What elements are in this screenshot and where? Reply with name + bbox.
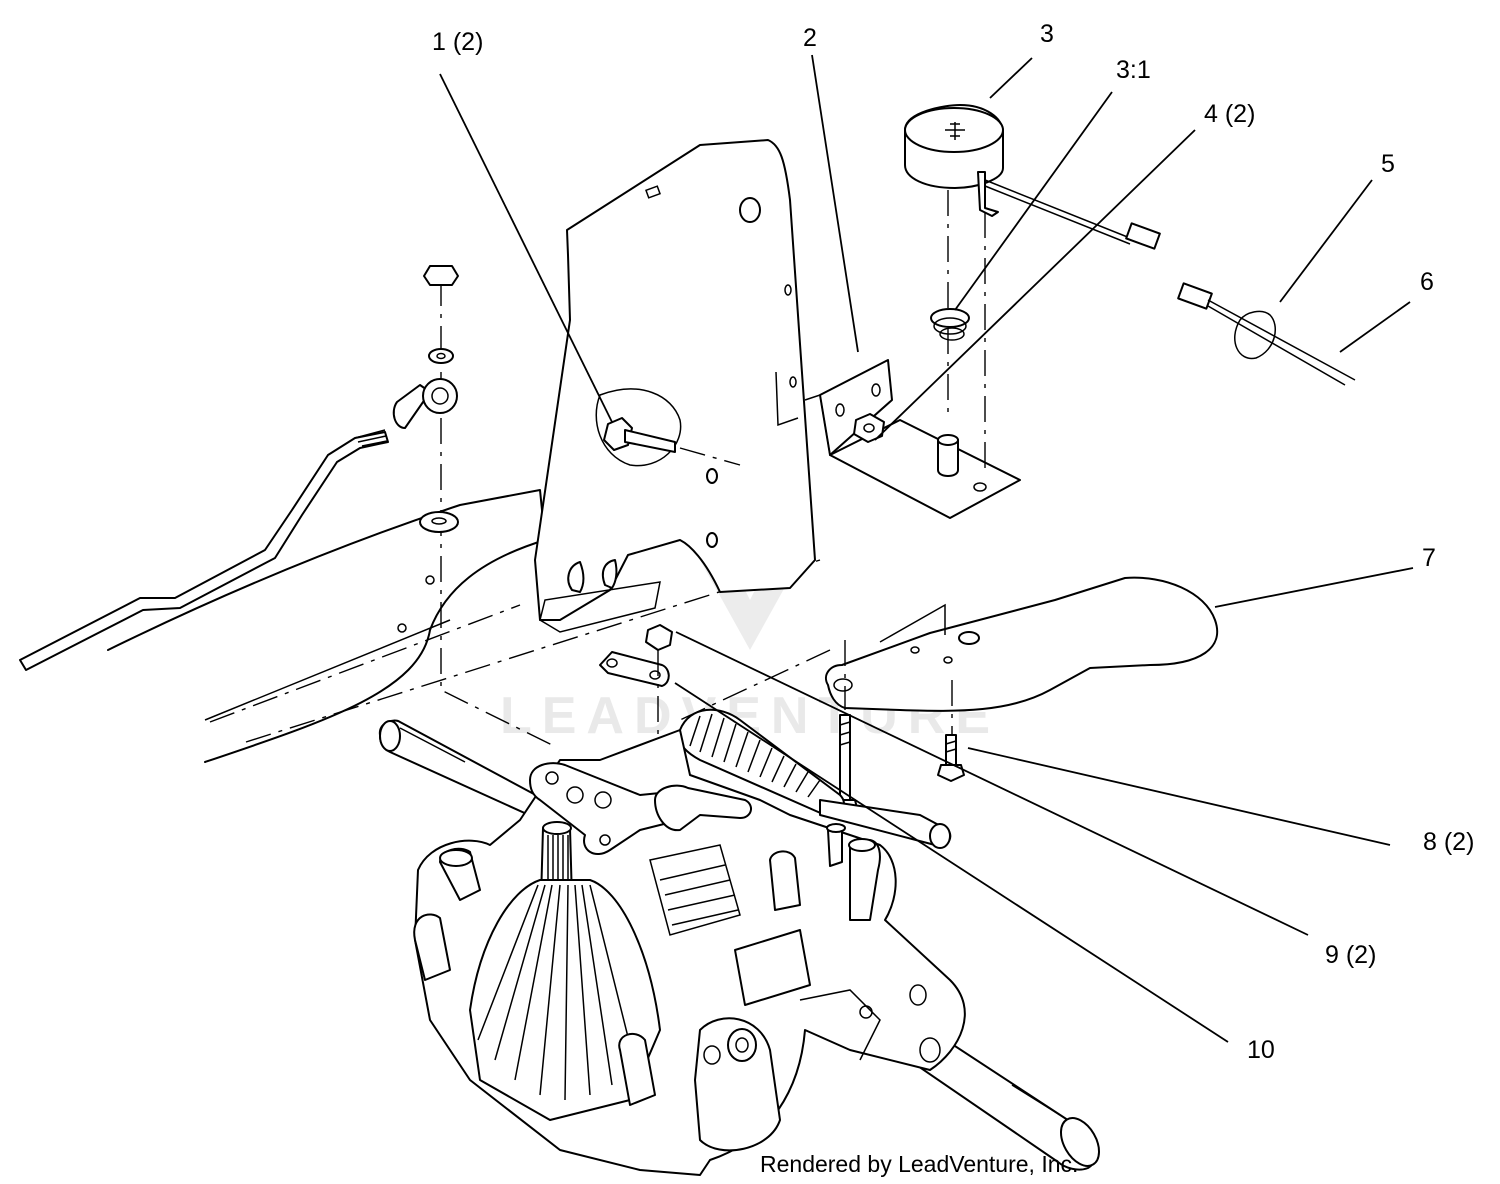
spring-item-3-1 <box>930 308 970 477</box>
rod-end-assembly <box>392 265 553 746</box>
callout-2: 2 <box>803 24 817 52</box>
leader-4 <box>874 129 1196 441</box>
leader-2 <box>811 54 859 353</box>
leader-5 <box>1279 179 1373 303</box>
leader-7 <box>1214 567 1414 608</box>
switch-bracket <box>804 359 1021 519</box>
shift-rod <box>19 429 389 671</box>
wire-tie-item-5 <box>1234 310 1276 360</box>
credit-text: Rendered by LeadVenture, Inc. <box>760 1151 1078 1177</box>
callout-1: 1 (2) <box>432 28 483 56</box>
callout-4: 4 (2) <box>1204 100 1255 128</box>
mounting-plate <box>534 139 816 633</box>
lever-plate-item-7 <box>679 576 1219 735</box>
transaxle <box>378 719 1100 1176</box>
callout-10: 10 <box>1247 1036 1275 1064</box>
leader-8 <box>967 747 1391 846</box>
callout-7: 7 <box>1422 544 1436 572</box>
leader-6 <box>1339 301 1411 353</box>
leader-lines <box>439 54 1414 1043</box>
bolt-item-1 <box>595 388 741 467</box>
callout-6: 6 <box>1420 268 1434 296</box>
frame-outline <box>107 489 821 763</box>
leader-3 <box>989 57 1033 99</box>
leader-1 <box>439 73 613 423</box>
link-item-10 <box>599 624 673 760</box>
switch-item-3 <box>904 104 1356 470</box>
callout-3: 3 <box>1040 20 1054 48</box>
leader-9 <box>675 631 1309 936</box>
leader-3-1 <box>954 91 1113 311</box>
nut-item-4 <box>853 413 885 443</box>
callout-8: 8 (2) <box>1423 828 1474 856</box>
leader-10 <box>674 682 1229 1043</box>
callout-labels: 1 (2) 2 3 3:1 4 (2) 5 6 7 8 (2) 9 (2) 10 <box>432 20 1474 1064</box>
callout-3-1: 3:1 <box>1116 56 1151 84</box>
callout-5: 5 <box>1381 150 1395 178</box>
callout-9: 9 (2) <box>1325 941 1376 969</box>
